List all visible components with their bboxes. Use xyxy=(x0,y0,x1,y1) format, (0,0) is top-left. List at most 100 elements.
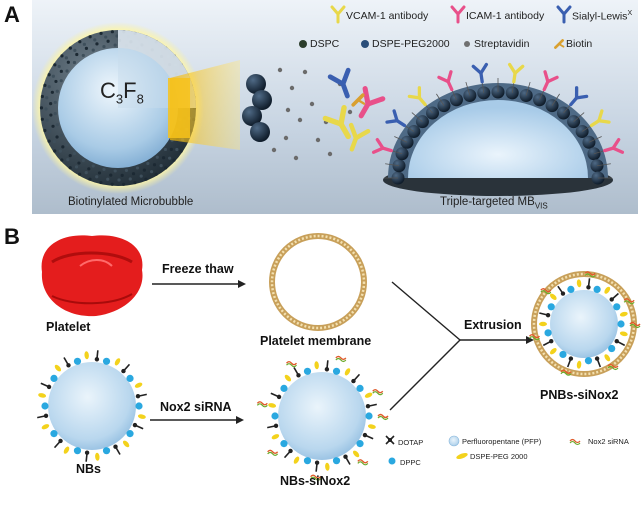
dppc-lipid xyxy=(280,440,288,448)
streptavidin-particle xyxy=(302,69,308,75)
nbs-label: NBs xyxy=(76,462,102,476)
legend-sirna-icon xyxy=(569,438,581,446)
dspe-peg-lipid xyxy=(325,462,330,471)
dppc-lipid xyxy=(41,402,49,410)
dppc-lipid xyxy=(303,457,312,465)
dspe-peg-lipid xyxy=(54,364,62,372)
dppc-lipid xyxy=(135,402,143,410)
dppc-lipid xyxy=(50,374,58,382)
sirna-strand xyxy=(335,355,347,361)
extrusion-label: Extrusion xyxy=(464,318,522,332)
platelet-shape xyxy=(41,235,143,317)
dppc-lipid xyxy=(567,285,575,294)
legend-dspc-icon xyxy=(299,40,307,48)
dppc-lipid xyxy=(50,430,58,438)
dppc-lipid xyxy=(356,440,364,448)
sirna-strand xyxy=(372,388,384,394)
sirna-strand xyxy=(540,287,552,293)
floating-vcam-antibody xyxy=(322,104,351,140)
dppc-lipid xyxy=(544,329,552,337)
panel-a-legend-icons xyxy=(299,5,572,49)
streptavidin-particle xyxy=(309,101,315,107)
legend-vcam-icon xyxy=(330,5,346,24)
freeze-thaw-label: Freeze thaw xyxy=(162,262,234,276)
sirna-strand xyxy=(285,360,298,366)
dspe-peg-lipid xyxy=(604,286,611,294)
legend-dspe-label: DSPE-PEG2000 xyxy=(372,38,450,50)
sirna-strand xyxy=(377,413,389,419)
dspe-peg-lipid xyxy=(619,331,628,337)
sirna-strand xyxy=(357,459,369,464)
legend-vcam-label: VCAM-1 antibody xyxy=(346,10,429,22)
streptavidin-particle xyxy=(315,137,321,143)
dspe-peg-lipid xyxy=(134,382,143,388)
biotinylated-microbubble-label: Biotinylated Microbubble xyxy=(68,196,194,208)
floating-vcam-antibody xyxy=(348,122,371,152)
streptavidin-particle xyxy=(271,147,277,153)
legend-dspe-icon xyxy=(361,40,369,48)
dspe-peg-lipid xyxy=(367,424,376,429)
legend-sirna-label: Nox2 siRNA xyxy=(588,437,629,446)
pnbs-sinox2-label: PNBs-siNox2 xyxy=(540,388,619,402)
dppc-lipid xyxy=(280,384,288,392)
sirna-strand xyxy=(267,449,279,455)
biotinylated-microbubble xyxy=(32,22,204,194)
dppc-lipid xyxy=(617,320,625,328)
dspe-peg-lipid xyxy=(293,456,300,464)
dspe-peg-lipid xyxy=(576,279,582,288)
dppc-lipid xyxy=(73,357,82,365)
dspe-peg-lipid xyxy=(268,403,277,408)
dome-ligand xyxy=(569,86,589,107)
streptavidin-particle xyxy=(347,109,353,115)
legend-pfp-label: Perfluoropentane (PFP) xyxy=(462,437,542,446)
dspe-peg-lipid xyxy=(271,434,280,440)
legend-biotin-icon xyxy=(554,39,565,49)
floating-icam-antibody xyxy=(358,86,386,119)
dome-ligand xyxy=(542,70,559,92)
nbs-sinox2-particle xyxy=(256,355,389,481)
dspe-peg-lipid xyxy=(38,393,47,398)
sirna-strand xyxy=(623,298,635,303)
dppc-lipid xyxy=(559,350,567,359)
streptavidin-particle xyxy=(293,155,299,161)
dome-ligand xyxy=(371,137,393,154)
sirna-strand xyxy=(584,271,596,276)
dspe-peg-lipid xyxy=(63,446,70,454)
legend-biotin-label: Biotin xyxy=(566,38,593,50)
sirna-strand xyxy=(256,401,268,406)
dspe-peg-lipid xyxy=(137,414,146,419)
streptavidin-particle xyxy=(283,135,289,141)
legend-dspe-peg-label: DSPE-PEG 2000 xyxy=(470,452,528,461)
platelet-membrane-label: Platelet membrane xyxy=(260,334,372,348)
lipid-balls xyxy=(242,74,272,142)
dspe-peg-lipid xyxy=(84,351,89,360)
dppc-lipid xyxy=(584,357,593,365)
sirna-strand xyxy=(607,363,619,369)
dppc-lipid xyxy=(613,303,621,311)
dspe-peg-lipid xyxy=(549,348,557,355)
sirna-strand xyxy=(560,369,572,374)
streptavidin-particle xyxy=(327,151,333,157)
streptavidin-particle xyxy=(289,85,295,91)
panel-a-letter: A xyxy=(4,2,20,27)
legend-sialyl-icon xyxy=(556,5,572,24)
dspe-peg-lipid xyxy=(114,358,121,366)
nbs-sinox2-label: NBs-siNox2 xyxy=(280,474,351,488)
dspe-peg-lipid xyxy=(352,450,360,458)
triple-targeted-label: Triple-targeted MBVIS xyxy=(440,196,548,211)
dppc-lipid xyxy=(126,374,134,382)
dppc-lipid xyxy=(332,457,341,465)
streptavidin-particle xyxy=(277,67,283,73)
dspe-peg-lipid xyxy=(314,361,319,370)
dppc-lipid xyxy=(332,367,341,375)
streptavidin-particle xyxy=(285,107,291,113)
dppc-lipid xyxy=(102,357,111,365)
dppc-lipid xyxy=(126,430,134,438)
dppc-lipid xyxy=(547,303,555,311)
dspe-peg-lipid xyxy=(604,354,611,362)
triple-targeted-microbubble xyxy=(371,62,625,196)
legend-icam-label: ICAM-1 antibody xyxy=(466,10,545,22)
dome-ligand xyxy=(507,62,525,84)
